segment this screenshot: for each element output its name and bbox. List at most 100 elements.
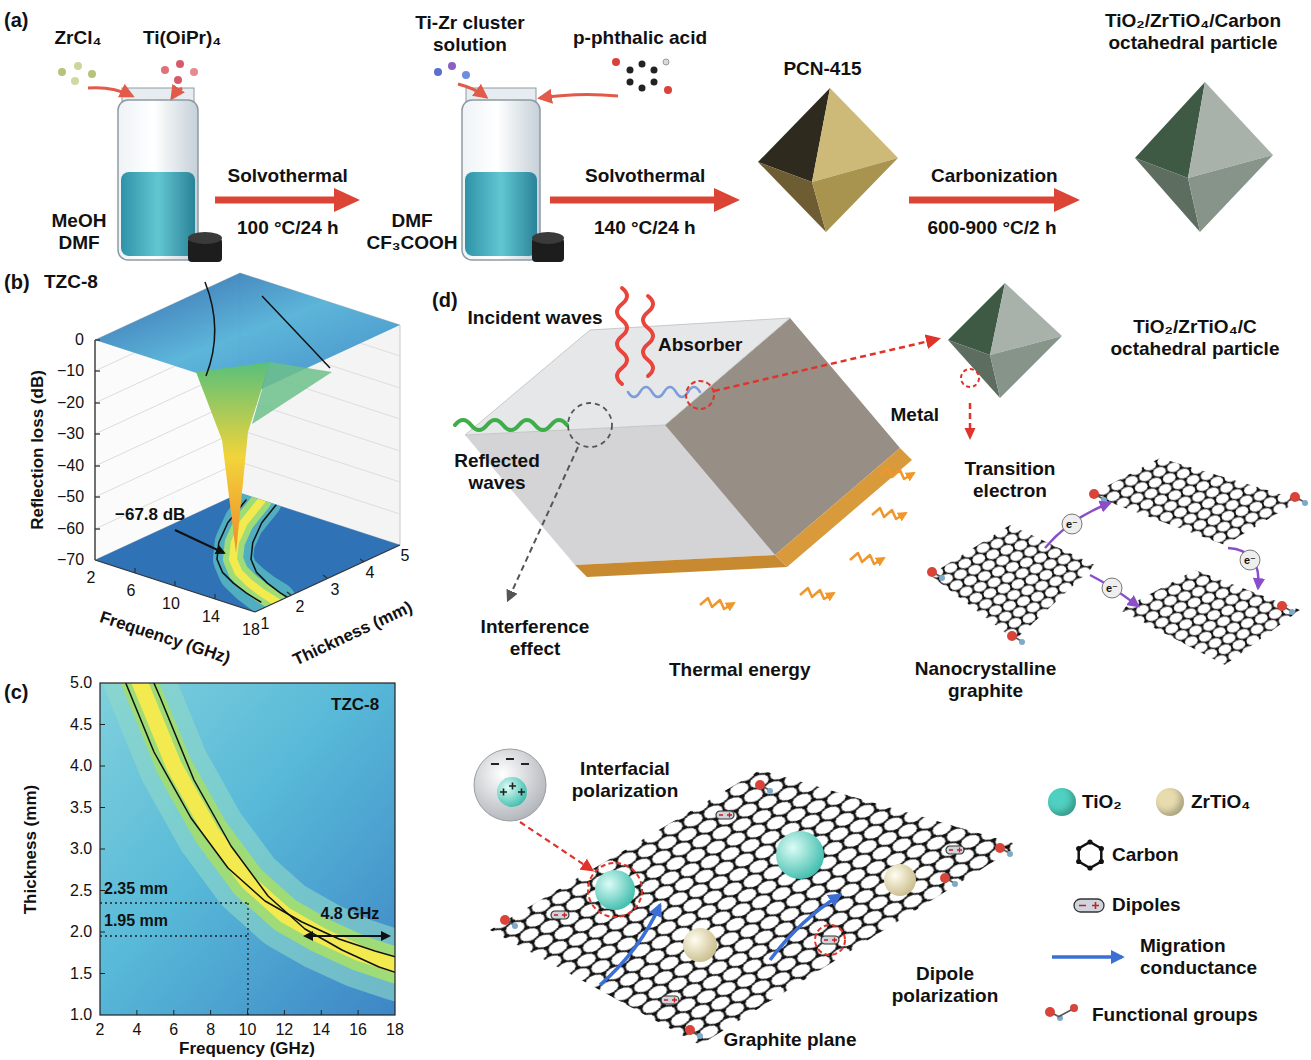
precursor-dots: [74, 62, 82, 70]
axis-tick: −70: [57, 551, 84, 569]
cluster-dots: [462, 71, 470, 79]
condition-label: 600-900 °C/2 h: [928, 217, 1057, 239]
polarization-bubble: Interfacial polarization: [468, 740, 708, 830]
axis-tick: −40: [57, 457, 84, 475]
graphite-plane: [776, 831, 824, 879]
axis-tick: −20: [57, 394, 84, 412]
part-label: Reflected waves: [447, 450, 547, 494]
axis-tick: 14: [202, 608, 220, 626]
mof-crystal: PCN-415: [740, 52, 909, 235]
heatmap: [110, 683, 395, 989]
axis-tick: 5: [401, 547, 410, 565]
legend-icons: [1052, 955, 1122, 959]
legend-icons: [1045, 839, 1122, 1021]
process-arrow: [909, 188, 1080, 212]
linker-molecule: [627, 79, 634, 86]
panel-letter: (a): [4, 9, 28, 32]
axis-tick: 1.5: [70, 965, 92, 983]
legend-icons: [1045, 1007, 1063, 1021]
plot-3d-axes: [360, 559, 364, 562]
connector-line: [909, 197, 1056, 204]
graphite-sheets: [927, 458, 1308, 665]
leader-arrow: [175, 530, 224, 553]
part-label: Dipole polarization: [883, 963, 1008, 1007]
heatmap: [136, 1010, 137, 1015]
graphite-sheets: [930, 525, 1095, 640]
leader-arrow: [175, 530, 224, 553]
legend-icons: [1076, 859, 1081, 864]
node-text: TiO₂/ZrTiO₄/C octahedral particle: [1095, 316, 1295, 360]
plot-3d-floor: [95, 493, 400, 612]
interference-marker: [508, 403, 612, 600]
legend-icons: [1087, 839, 1092, 844]
heatmap: [100, 903, 248, 1015]
plot-3d-axes: [95, 339, 100, 340]
heatmap: [100, 683, 395, 1015]
heatmap: [100, 725, 358, 1016]
graphite-plane: [595, 870, 635, 910]
mof-octahedron: [758, 88, 898, 232]
plot-3d-axes: [134, 568, 135, 573]
arrow-head: [1054, 188, 1080, 212]
graphite-plane: [716, 811, 734, 819]
electron-transfer: [1045, 503, 1110, 548]
waves: [628, 387, 700, 397]
heatmap: [130, 683, 395, 975]
axis-tick: 6: [169, 1021, 178, 1039]
node-text: PCN-415: [740, 58, 905, 80]
sample-label: TZC-8: [44, 271, 98, 293]
graphite-plane: [588, 863, 642, 917]
thermal-arrows: [700, 468, 914, 609]
legend-text: Functional groups: [1092, 1004, 1258, 1026]
heatmap: [358, 1010, 359, 1015]
carbon-octahedron: [1188, 155, 1273, 232]
interfacial-bubble: [474, 749, 546, 821]
linker-molecule: [627, 67, 634, 74]
heatmap: [130, 683, 395, 975]
process-arrow: [550, 188, 740, 212]
graphite-plane: [821, 936, 839, 944]
thermal-arrows: [880, 468, 914, 479]
axis-title: Reflection loss (dB): [28, 370, 48, 530]
legend-text: Carbon: [1112, 844, 1179, 866]
linker-molecule: [651, 67, 658, 74]
heatmap: [100, 766, 105, 767]
graphite-plane: [683, 928, 717, 962]
plot-3d-axes: [95, 433, 100, 434]
mof-octahedron: [758, 162, 826, 232]
graphite-plane: [685, 1025, 703, 1039]
electron-symbol: e⁻: [1244, 554, 1256, 567]
axis-tick: 10: [162, 595, 180, 613]
thermal-arrows: [700, 598, 734, 609]
plot-3d-surface: [262, 296, 330, 368]
heatmap: [305, 935, 389, 937]
axis-tick: 3: [331, 581, 340, 599]
dimension-label: 2.35 mm: [104, 880, 168, 898]
graphite-plane: [600, 905, 660, 985]
zoom-marker: [686, 381, 714, 409]
legend-icons: [1099, 859, 1104, 864]
cluster-vial: [462, 88, 564, 262]
legend-icons: [1074, 899, 1104, 912]
graphite-sheets: [1090, 458, 1300, 545]
axis-tick: 2: [96, 1021, 105, 1039]
axis-title: Thickness (mm): [289, 597, 415, 669]
heatmap: [321, 1010, 322, 1015]
absorber-slab: [465, 318, 912, 577]
connector-line: [550, 197, 716, 204]
graphite-plane: [815, 925, 845, 955]
electron-transfer: [1240, 550, 1260, 570]
precursor-dots: [71, 77, 79, 85]
graphite-plane: [551, 911, 569, 919]
reagent-vial: MeOH DMF: [35, 60, 215, 265]
electron-transfer: [1045, 503, 1260, 606]
axis-tick: 3.0: [70, 840, 92, 858]
arrow-head: [714, 188, 740, 212]
electron-transfer: [1102, 578, 1122, 598]
heatmap: [210, 1010, 211, 1015]
precursor-dots: [58, 60, 198, 98]
plot-3d-axes: [214, 594, 215, 599]
arrow-head: [965, 428, 976, 440]
node-text: Nanocrystalline graphite: [908, 658, 1063, 702]
graphite-sheets: [927, 567, 945, 581]
